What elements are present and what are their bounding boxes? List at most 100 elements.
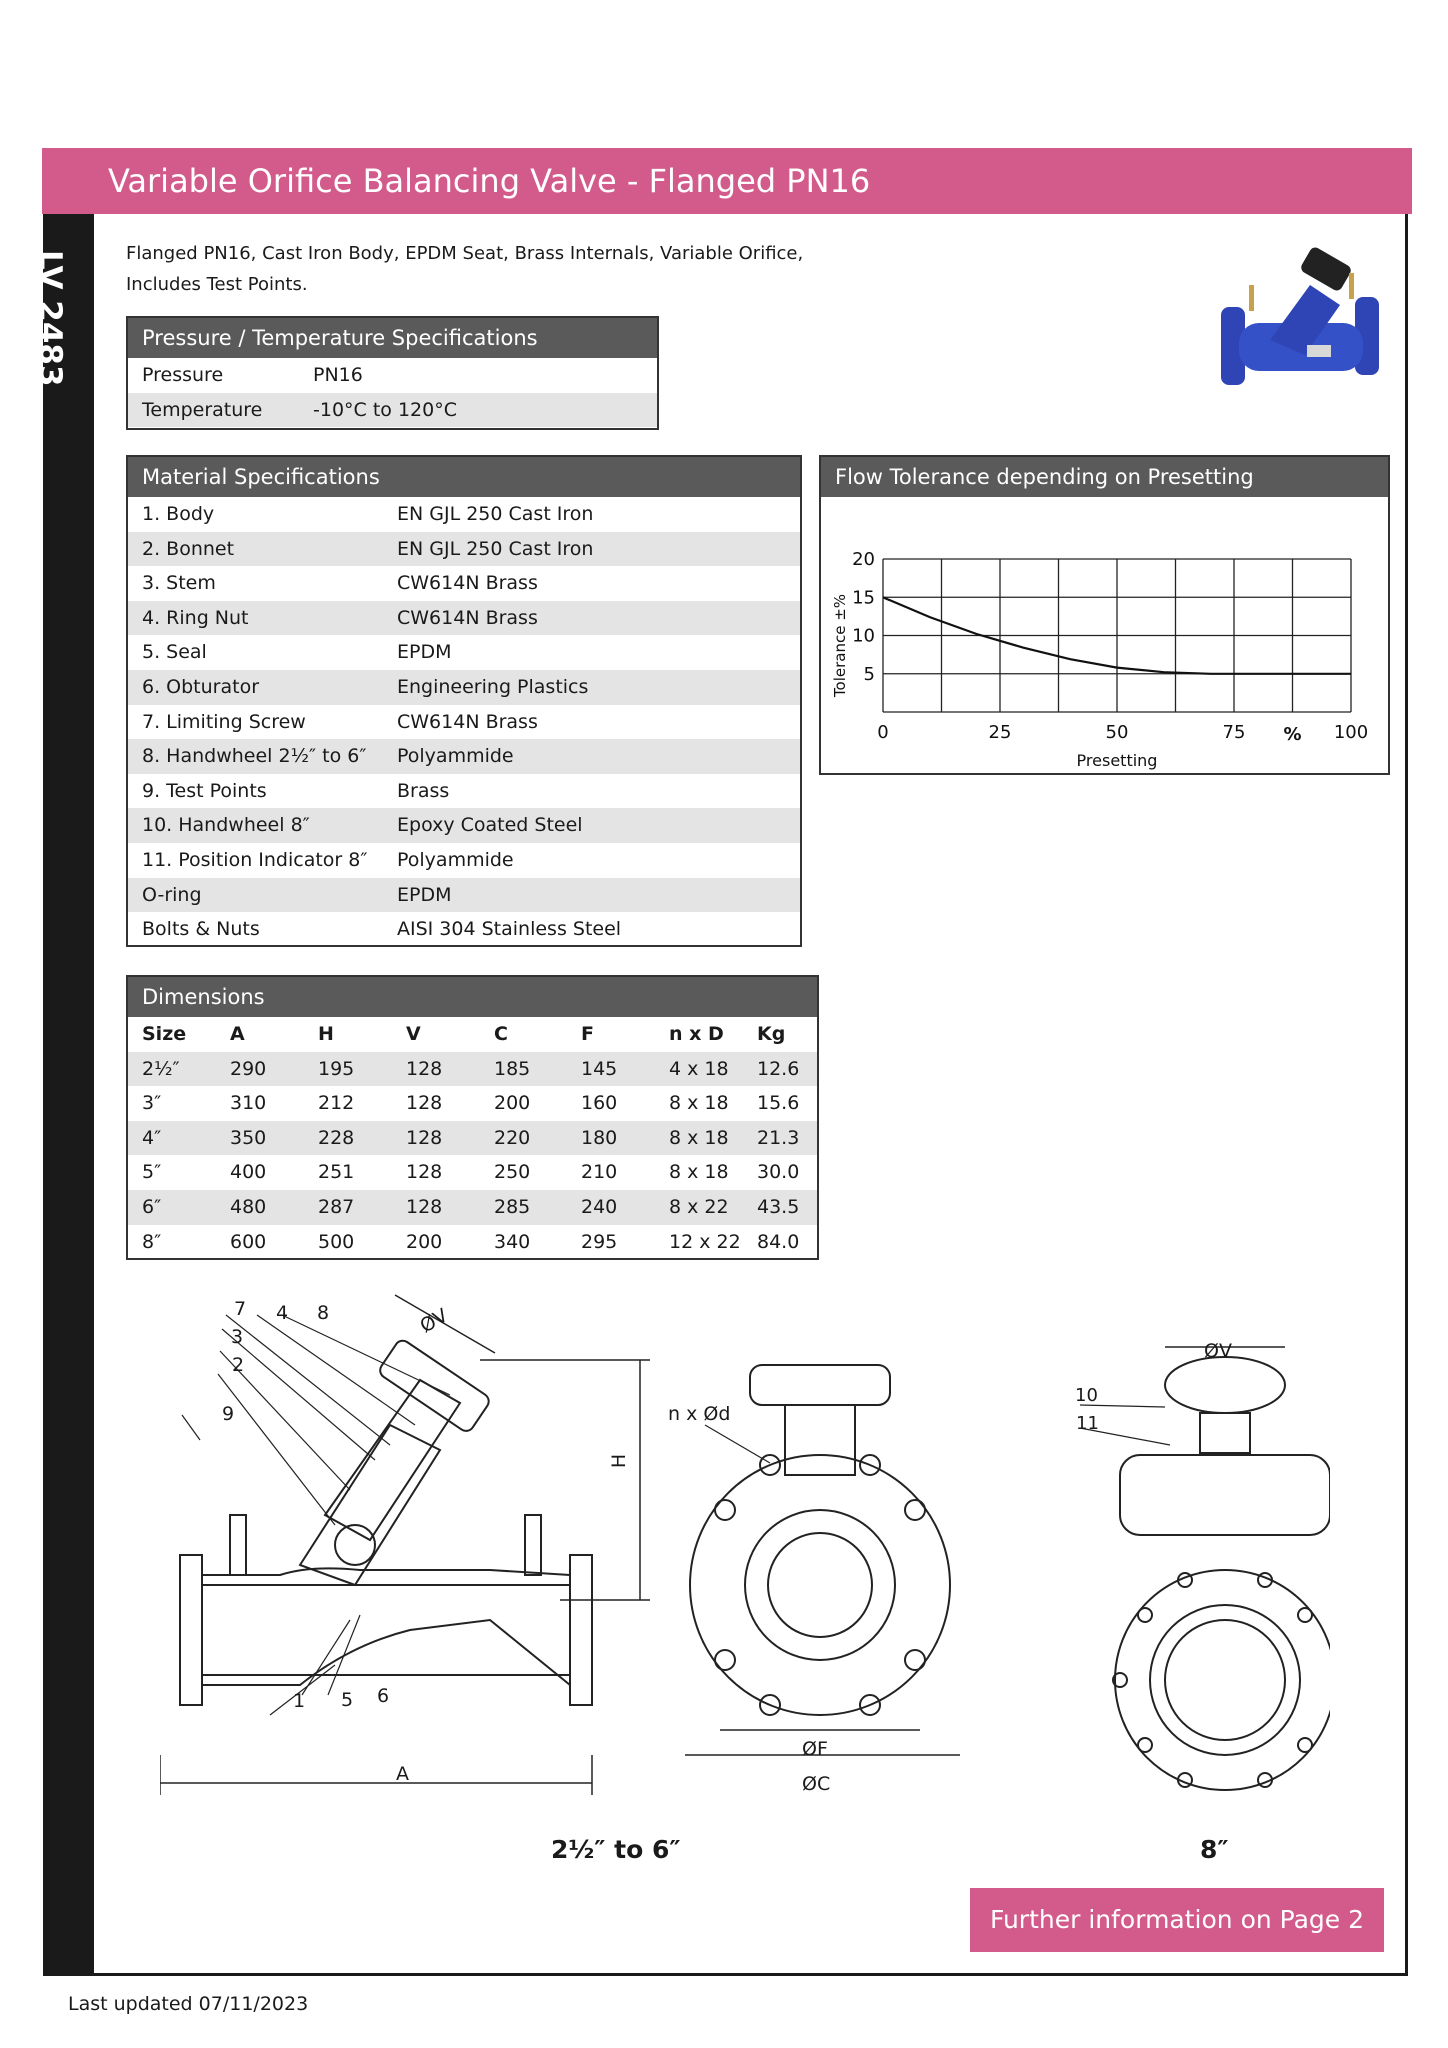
table-cell: 128 — [406, 1161, 443, 1184]
dim-label-f: ØF — [802, 1738, 828, 1760]
table-cell: 400 — [230, 1161, 267, 1184]
material-part: 5. Seal — [142, 641, 207, 664]
y-tick-label: 10 — [852, 626, 875, 647]
x-tick-label: 75 — [1223, 722, 1246, 743]
table-cell: 2½″ — [142, 1057, 180, 1080]
material-part: 6. Obturator — [142, 675, 260, 698]
table-cell: 250 — [494, 1161, 531, 1184]
further-info-button[interactable]: Further information on Page 2 — [970, 1888, 1384, 1952]
dim-label-c: ØC — [802, 1773, 831, 1795]
material-value: EN GJL 250 Cast Iron — [397, 537, 594, 560]
x-tick-label: 100 — [1334, 722, 1368, 743]
column-header: F — [581, 1023, 594, 1045]
table-cell: 128 — [406, 1195, 443, 1218]
column-header: V — [406, 1023, 421, 1045]
x-unit-label: % — [1283, 724, 1301, 745]
callout-3: 3 — [231, 1326, 244, 1348]
y-axis-label: Tolerance ±% — [831, 594, 849, 698]
material-value: EPDM — [397, 641, 452, 664]
table-cell: 5″ — [142, 1161, 162, 1184]
dim-label-h: H — [608, 1453, 631, 1469]
last-updated: Last updated 07/11/2023 — [68, 1993, 309, 2015]
column-header: Size — [142, 1023, 187, 1045]
material-part: 4. Ring Nut — [142, 606, 249, 629]
table-row: 4. Ring Nut CW614N Brass — [128, 600, 800, 636]
table-row: 9. Test Points Brass — [128, 774, 800, 809]
material-value: CW614N Brass — [397, 606, 538, 629]
material-part: 9. Test Points — [142, 779, 267, 802]
x-axis-label: Presetting — [1077, 751, 1158, 770]
8in-view-drawing — [1079, 1346, 1330, 1791]
table-row: Temperature -10°C to 120°C — [128, 392, 657, 427]
material-part: 11. Position Indicator 8″ — [142, 848, 368, 871]
callout-8: 8 — [317, 1302, 330, 1324]
side-bar — [43, 214, 94, 1976]
material-specs-title: Material Specifications — [128, 457, 800, 497]
table-cell: 310 — [230, 1092, 267, 1115]
y-tick-label: 15 — [852, 587, 875, 608]
table-cell: 185 — [494, 1057, 531, 1080]
material-part: 7. Limiting Screw — [142, 710, 306, 733]
x-tick-label: 0 — [877, 722, 888, 743]
table-cell: 160 — [581, 1092, 618, 1115]
table-cell: 4″ — [142, 1126, 162, 1149]
table-cell: 12.6 — [757, 1057, 800, 1080]
table-cell: 180 — [581, 1126, 618, 1149]
table-cell: 290 — [230, 1057, 267, 1080]
table-cell: 8 x 22 — [669, 1195, 729, 1218]
callout-9: 9 — [222, 1403, 235, 1425]
table-row: 3. Stem CW614N Brass — [128, 566, 800, 601]
material-part: 2. Bonnet — [142, 537, 235, 560]
table-cell: 15.6 — [757, 1092, 800, 1115]
table-row: 2. Bonnet EN GJL 250 Cast Iron — [128, 531, 800, 567]
table-cell: 30.0 — [757, 1161, 800, 1184]
callout-5: 5 — [341, 1689, 354, 1711]
table-cell: 8″ — [142, 1230, 162, 1253]
table-cell: 228 — [318, 1126, 355, 1149]
material-value: Brass — [397, 779, 450, 802]
material-part: 3. Stem — [142, 572, 216, 595]
column-header: H — [318, 1023, 334, 1045]
table-cell: 128 — [406, 1126, 443, 1149]
table-cell: 212 — [318, 1092, 355, 1115]
dim-label-nd: n x Ød — [668, 1403, 731, 1425]
intro-line-2: Includes Test Points. — [126, 274, 308, 295]
material-value: Polyammide — [397, 745, 514, 768]
material-value: Epoxy Coated Steel — [397, 814, 583, 837]
table-row: 8. Handwheel 2½″ to 6″Polyammide — [128, 739, 800, 774]
table-cell: 3″ — [142, 1092, 162, 1115]
flow-chart-title: Flow Tolerance depending on Presetting — [821, 457, 1388, 497]
table-cell: 340 — [494, 1230, 531, 1253]
dimensions-title: Dimensions — [128, 977, 817, 1017]
column-header: C — [494, 1023, 508, 1045]
material-value: Polyammide — [397, 848, 514, 871]
table-cell: 4 x 18 — [669, 1057, 729, 1080]
table-cell: 8 x 18 — [669, 1092, 729, 1115]
flow-tolerance-panel: Flow Tolerance depending on Presetting 0… — [819, 455, 1390, 775]
callout-11: 11 — [1076, 1413, 1099, 1434]
table-cell: 251 — [318, 1161, 355, 1184]
caption-small-sizes: 2½″ to 6″ — [551, 1835, 681, 1864]
dim-label-a: A — [396, 1763, 409, 1785]
table-cell: 43.5 — [757, 1195, 800, 1218]
material-value: EPDM — [397, 883, 452, 906]
y-tick-label: 5 — [864, 664, 875, 685]
pressure-value: PN16 — [313, 364, 363, 386]
callout-10: 10 — [1075, 1385, 1098, 1406]
material-value: Engineering Plastics — [397, 675, 589, 698]
tolerance-series-line — [882, 596, 1351, 675]
x-tick-label: 25 — [989, 722, 1012, 743]
material-value: CW614N Brass — [397, 572, 538, 595]
intro-line-1: Flanged PN16, Cast Iron Body, EPDM Seat,… — [126, 243, 804, 264]
table-cell: 8 x 18 — [669, 1161, 729, 1184]
table-cell: 480 — [230, 1195, 267, 1218]
